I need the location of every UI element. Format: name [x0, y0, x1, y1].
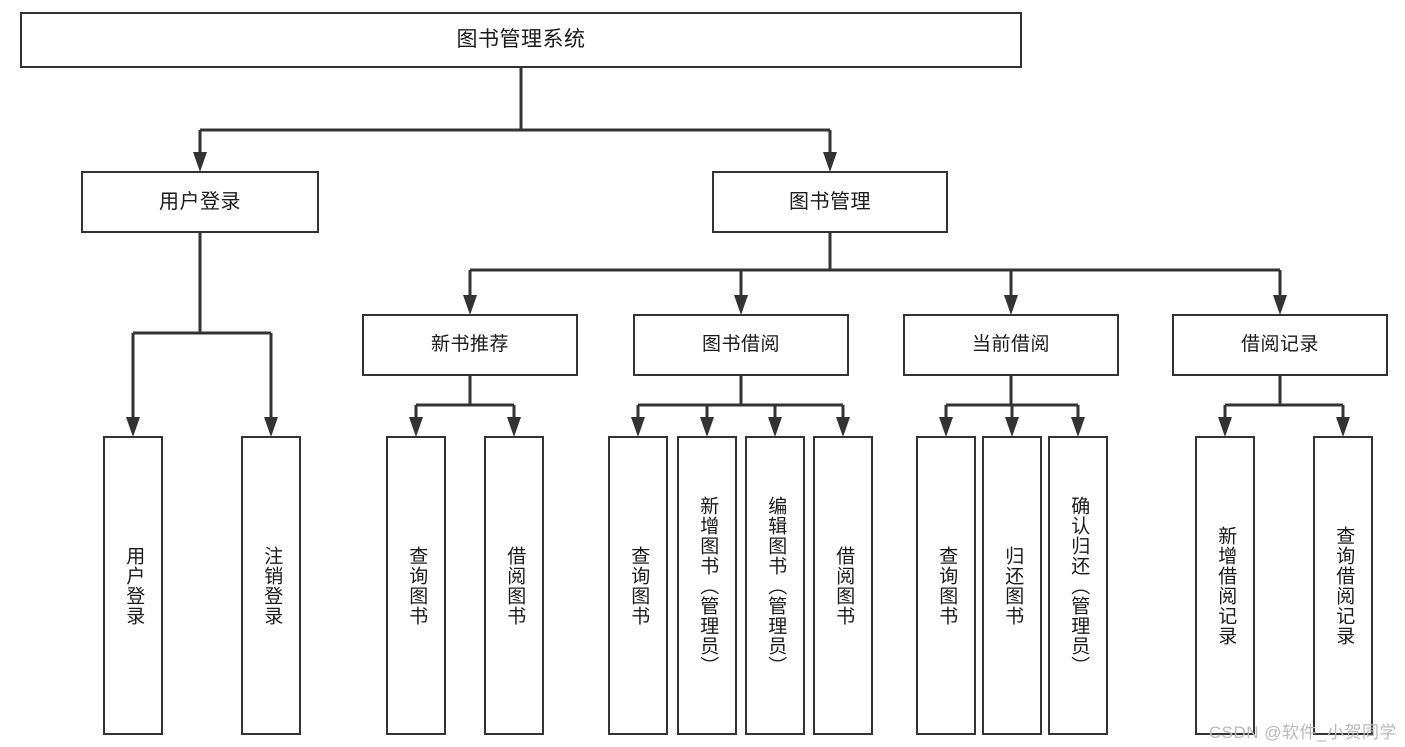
node-label: 用户登录 [123, 545, 145, 626]
node-user-login[interactable]: 用户登录 [81, 171, 319, 233]
node-leaf-user-login[interactable]: 用户登录 [103, 436, 163, 735]
node-label: 借阅图书 [833, 545, 855, 626]
node-label: 查询图书 [628, 545, 650, 626]
arrowhead-leaf-borrow-book-1 [507, 417, 521, 437]
node-label: 当前借阅 [971, 334, 1050, 356]
node-label: 查询借阅记录 [1333, 525, 1355, 646]
node-leaf-query-book-2[interactable]: 查询图书 [608, 436, 668, 735]
node-leaf-borrow-book-1[interactable]: 借阅图书 [484, 436, 544, 735]
node-label: 确认归还（管理员） [1068, 495, 1090, 676]
node-label: 新增借阅记录 [1215, 525, 1237, 646]
node-current-borrow[interactable]: 当前借阅 [903, 314, 1119, 376]
arrowhead-user-login [193, 152, 207, 172]
arrowhead-leaf-confirm-return [1071, 417, 1085, 437]
node-leaf-query-record[interactable]: 查询借阅记录 [1313, 436, 1373, 735]
node-leaf-confirm-return[interactable]: 确认归还（管理员） [1048, 436, 1108, 735]
node-label: 查询图书 [936, 545, 958, 626]
node-label: 新增图书（管理员） [697, 495, 719, 676]
node-label: 借阅记录 [1240, 334, 1319, 356]
arrowhead-borrow-record [1273, 295, 1287, 315]
node-label: 注销登录 [261, 545, 283, 626]
node-leaf-user-logout[interactable]: 注销登录 [241, 436, 301, 735]
arrowhead-book-borrow [734, 295, 748, 315]
arrowhead-leaf-user-login [126, 417, 140, 437]
node-leaf-borrow-book-2[interactable]: 借阅图书 [813, 436, 873, 735]
arrowhead-leaf-return-book [1005, 417, 1019, 437]
arrowhead-leaf-add-record [1218, 417, 1232, 437]
node-label: 图书借阅 [701, 334, 780, 356]
node-leaf-return-book[interactable]: 归还图书 [982, 436, 1042, 735]
node-label: 图书管理系统 [456, 28, 586, 52]
arrowhead-leaf-query-record [1336, 417, 1350, 437]
node-book-manage[interactable]: 图书管理 [712, 171, 948, 233]
arrowhead-leaf-query-book-3 [939, 417, 953, 437]
node-leaf-query-book-1[interactable]: 查询图书 [386, 436, 446, 735]
node-book-borrow[interactable]: 图书借阅 [633, 314, 849, 376]
node-label: 归还图书 [1002, 545, 1024, 626]
arrowhead-new-book-rec [463, 295, 477, 315]
node-label: 用户登录 [159, 190, 241, 213]
watermark-text: CSDN @软件_小贺同学 [1208, 723, 1397, 742]
node-label: 编辑图书（管理员） [765, 495, 787, 676]
node-leaf-query-book-3[interactable]: 查询图书 [916, 436, 976, 735]
node-new-book-rec[interactable]: 新书推荐 [362, 314, 578, 376]
node-label: 查询图书 [406, 545, 428, 626]
arrowhead-book-manage [823, 152, 837, 172]
node-borrow-record[interactable]: 借阅记录 [1172, 314, 1388, 376]
node-root[interactable]: 图书管理系统 [20, 12, 1022, 68]
arrowhead-leaf-user-logout [264, 417, 278, 437]
node-leaf-add-record[interactable]: 新增借阅记录 [1195, 436, 1255, 735]
arrowhead-current-borrow [1004, 295, 1018, 315]
arrowhead-leaf-query-book-2 [631, 417, 645, 437]
node-leaf-add-book[interactable]: 新增图书（管理员） [677, 436, 737, 735]
arrowhead-leaf-borrow-book-2 [836, 417, 850, 437]
arrowhead-leaf-query-book-1 [409, 417, 423, 437]
node-label: 图书管理 [789, 190, 871, 213]
node-label: 新书推荐 [430, 334, 509, 356]
node-leaf-edit-book[interactable]: 编辑图书（管理员） [745, 436, 805, 735]
arrowhead-leaf-edit-book [768, 417, 782, 437]
arrowhead-leaf-add-book [700, 417, 714, 437]
node-label: 借阅图书 [504, 545, 526, 626]
